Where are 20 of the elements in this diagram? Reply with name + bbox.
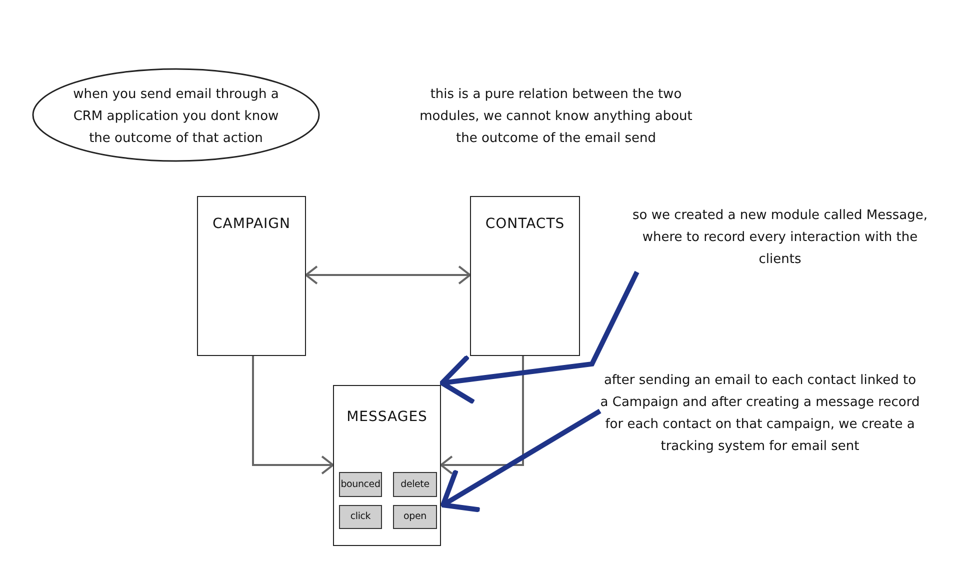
arrow xyxy=(440,408,602,512)
module-title: CONTACTS xyxy=(484,215,566,234)
module-box xyxy=(197,196,306,356)
module-box xyxy=(333,385,441,546)
status-button: open xyxy=(393,505,437,529)
status-button: bounced xyxy=(339,472,382,497)
arrow xyxy=(440,356,524,475)
arrow xyxy=(305,265,471,285)
module-title: CAMPAIGN xyxy=(211,215,292,234)
module-box xyxy=(470,196,580,356)
note-text: this is a pure relation between the two modules, we cannot know anything about the outcome of the email send xyxy=(418,86,694,148)
note-text: when you send email through a CRM application you dont know the outcome of that action xyxy=(72,86,280,148)
arrow xyxy=(440,270,640,405)
note-text: so we created a new module called Message, where to record every interaction with the clients xyxy=(631,207,929,269)
status-button: delete xyxy=(393,472,437,497)
note-text: after sending an email to each contact linked to a Campaign and after creating a message record for each contact on that campaign, we create a tracking system for email sent xyxy=(600,372,920,456)
arrow xyxy=(252,356,334,475)
module-title: MESSAGES xyxy=(346,408,428,427)
status-button: click xyxy=(339,505,382,529)
thought-bubble xyxy=(32,68,320,162)
